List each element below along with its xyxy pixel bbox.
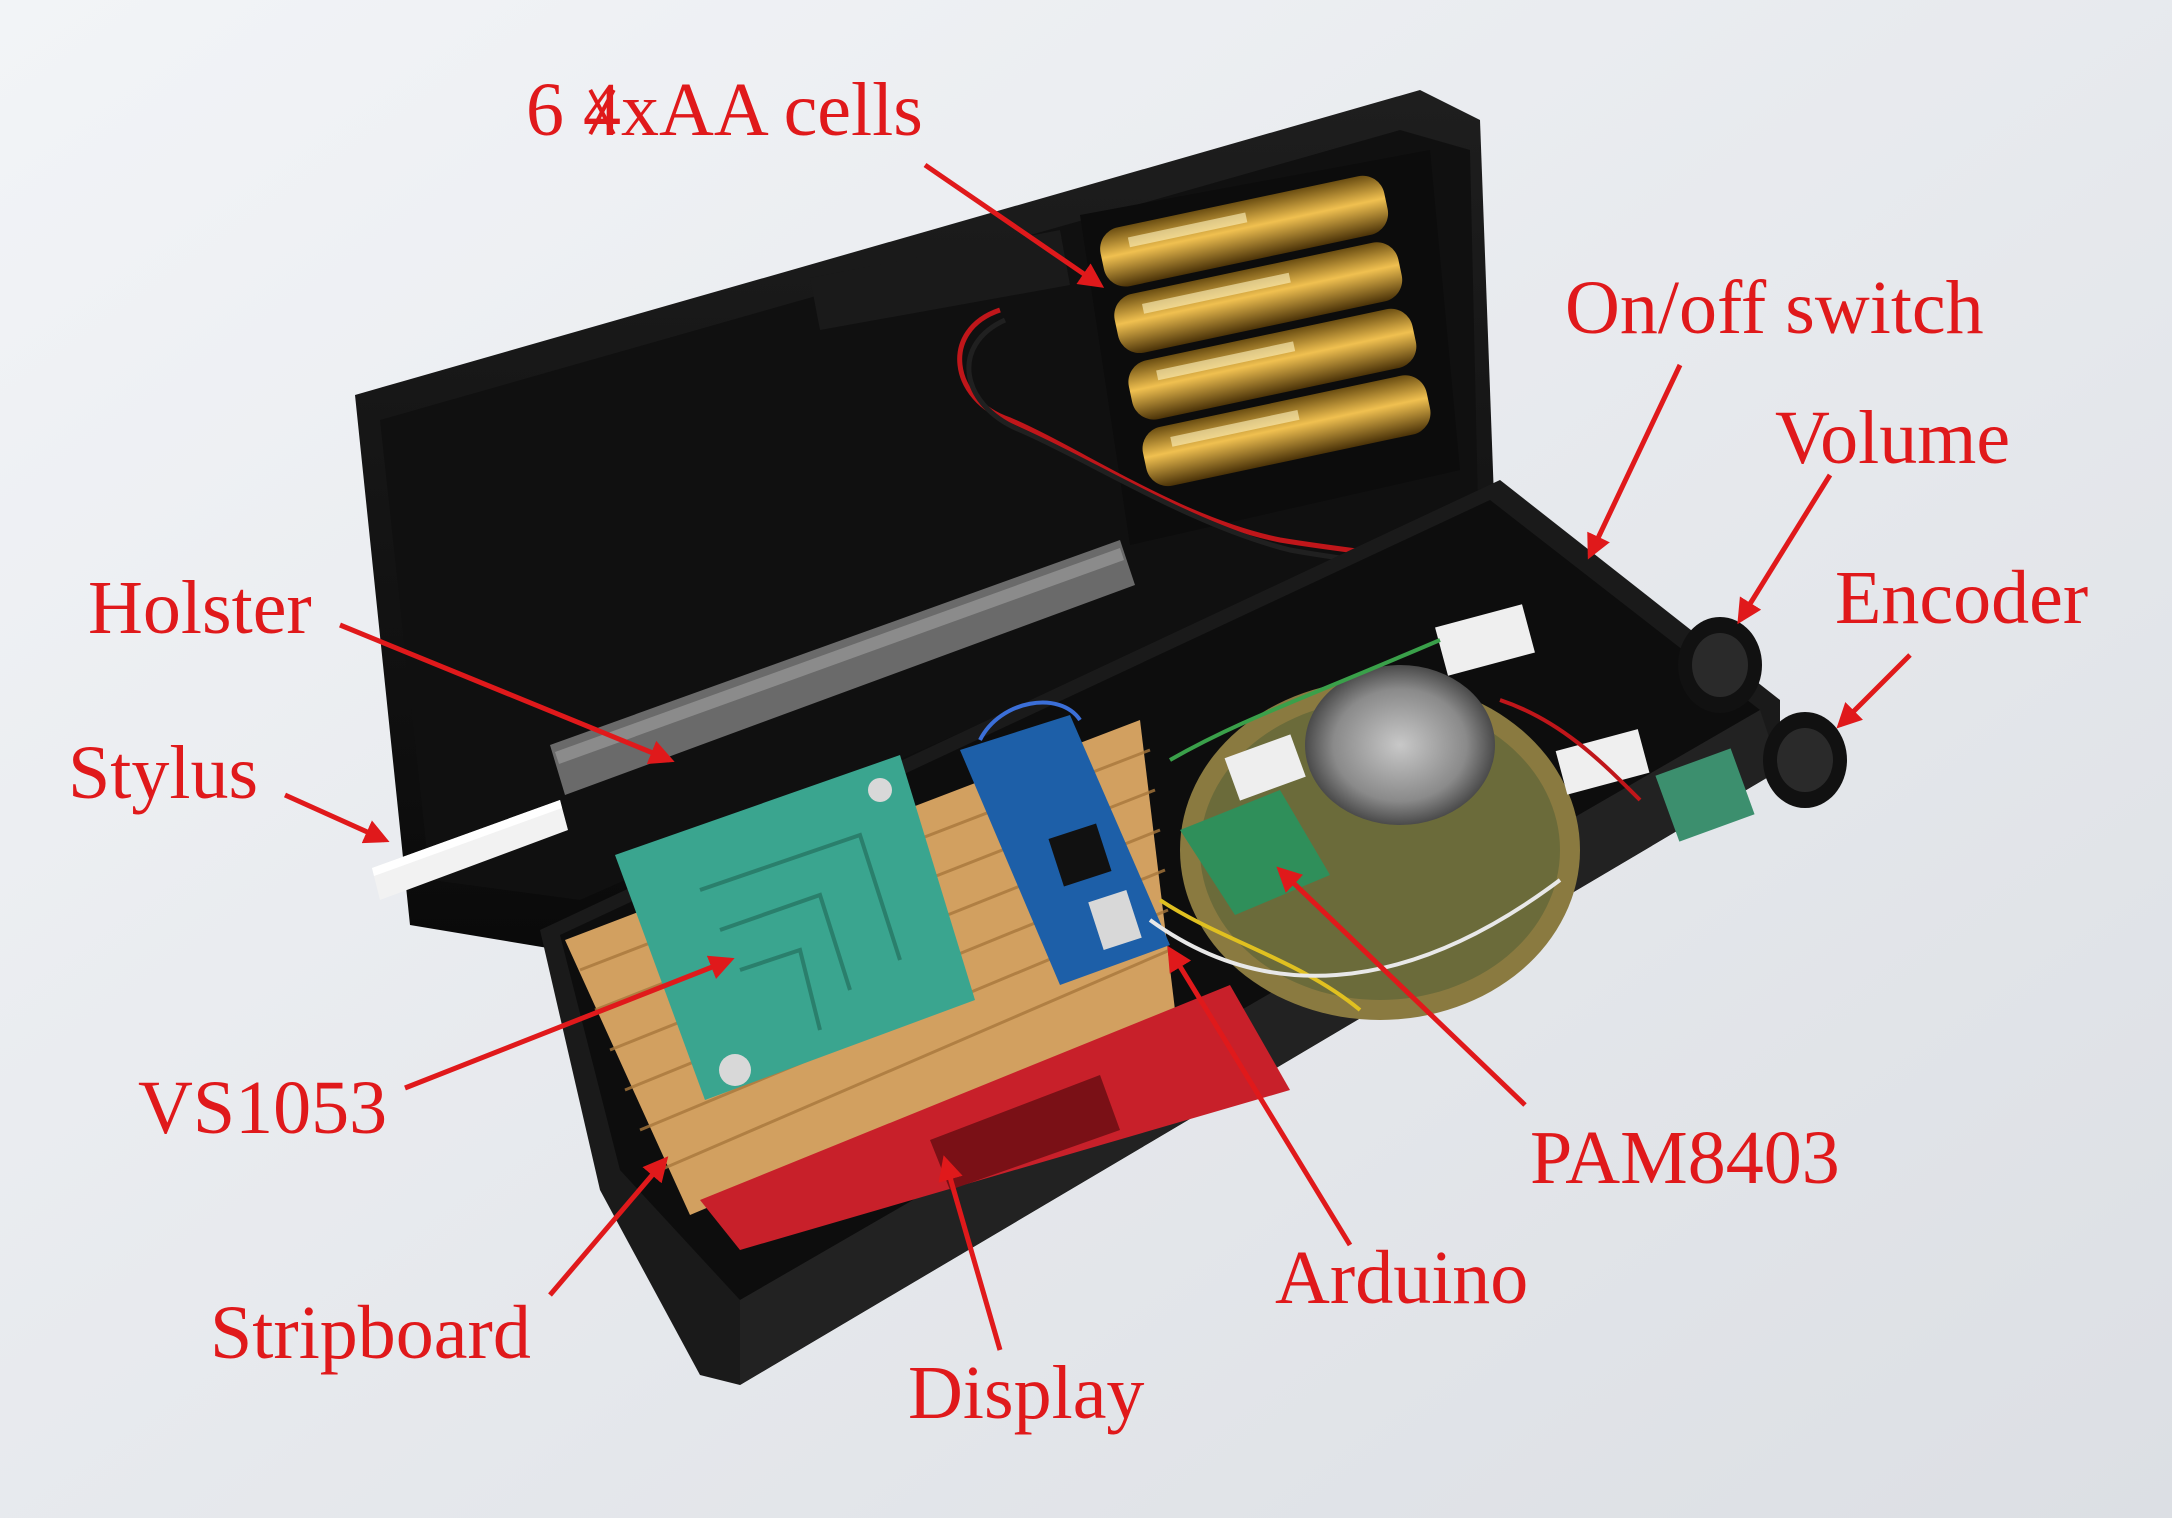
arrow-onoff: [1587, 363, 1683, 560]
label-battery-cells: 6 4xAA cells: [526, 72, 923, 148]
lid-hinge-strip: [810, 230, 1070, 330]
battery-pack: [1080, 150, 1460, 545]
label-pam8403: PAM8403: [1530, 1116, 1840, 1200]
arrow-pam8403: [1276, 866, 1527, 1107]
label-stripboard: Stripboard: [210, 1291, 531, 1375]
arrow-volume: [1737, 473, 1833, 625]
arrow-vs1053: [404, 955, 735, 1091]
label-vs1053: VS1053: [138, 1066, 388, 1150]
cells-rest: xAA cells: [621, 68, 923, 152]
arrow-holster: [339, 622, 675, 764]
arrow-cells: [923, 162, 1105, 288]
arrow-stylus: [283, 792, 390, 844]
arrow-encoder: [1836, 653, 1912, 729]
arrow-display: [938, 1155, 1003, 1351]
stylus: [372, 800, 568, 900]
arrow-arduino: [1167, 945, 1353, 1247]
cells-count: 6: [526, 68, 564, 152]
label-holster: Holster: [88, 566, 312, 650]
label-arduino: Arduino: [1275, 1236, 1529, 1320]
arduino-chip: [1048, 823, 1112, 887]
label-volume: Volume: [1775, 396, 2011, 480]
encoder-body: [1655, 748, 1755, 842]
connector-white: [1435, 604, 1535, 676]
label-onoff-switch: On/off switch: [1565, 266, 1984, 350]
cells-struck-count: 4: [583, 68, 621, 152]
speaker-magnet: [1305, 665, 1495, 825]
vs1053-board: [615, 755, 975, 1100]
label-display: Display: [908, 1351, 1145, 1435]
label-stylus: Stylus: [68, 731, 259, 815]
label-encoder: Encoder: [1835, 556, 2089, 640]
arrow-stripboard: [548, 1156, 669, 1297]
